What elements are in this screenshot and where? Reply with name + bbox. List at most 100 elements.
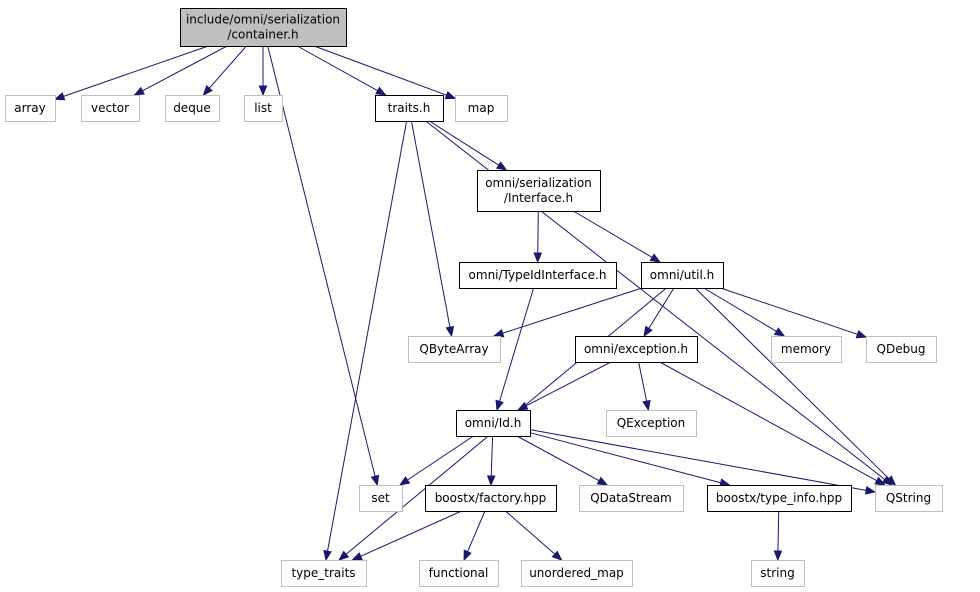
edge-container-to-map [313,45,457,100]
edge-container-to-array [53,45,209,101]
edge-arrowhead [516,401,529,411]
node-qdatastream[interactable]: QDataStream [579,485,684,512]
node-label: list [254,101,272,115]
node-qexception[interactable]: QException [606,410,697,437]
edge-line [694,287,890,480]
edge-arrowhead [642,399,651,412]
node-id[interactable]: omni/Id.h [456,410,531,437]
edge-line [516,435,600,482]
node-box [425,485,557,512]
node-qdebug[interactable]: QDebug [866,336,937,363]
edge-arrowhead [133,86,145,96]
edge-traits-to-typetraits [323,120,408,562]
node-label: omni/TypeIdInterface.h [469,268,607,282]
node-box [641,262,724,289]
node-container[interactable]: include/omni/serialization/container.h [180,8,347,47]
node-label: set [371,491,390,505]
node-interface[interactable]: omni/serialization/Interface.h [477,170,601,212]
edge-line [720,287,858,335]
node-label: omni/exception.h [584,342,688,356]
edge-line [360,510,462,557]
node-label: unordered_map [529,566,624,580]
edge-traits-to-interface [429,120,508,171]
node-label: QDataStream [590,491,672,505]
node-box [419,560,499,587]
edge-line [208,45,247,89]
node-set[interactable]: set [359,485,403,512]
edge-line [529,429,867,491]
edge-line [490,435,494,477]
edge-exception-to-qstring [659,361,886,486]
node-qbytearray[interactable]: QByteArray [408,336,501,363]
node-unorderedmap[interactable]: unordered_map [521,560,633,587]
edge-line [659,361,878,482]
node-label: array [14,101,45,115]
node-typeid[interactable]: omni/TypeIdInterface.h [459,262,617,289]
edge-util-to-memory [703,287,786,337]
edge-interface-to-util [573,210,662,263]
edge-arrowhead [492,328,505,338]
edge-arrowhead [338,550,350,561]
node-label: memory [781,342,831,356]
node-typetraits[interactable]: type_traits [281,560,367,587]
edge-factory-to-unorderedmap [505,510,563,561]
node-box [5,95,56,122]
edge-line [142,45,228,92]
node-memory[interactable]: memory [771,336,842,363]
edge-container-to-deque [202,45,247,97]
edge-arrowhead [596,476,609,486]
node-label: /Interface.h [504,191,573,205]
node-util[interactable]: omni/util.h [641,262,724,289]
node-box [81,95,140,122]
node-box [459,262,617,289]
edge-arrowhead [463,549,472,562]
node-box [359,485,403,512]
edge-line [63,45,209,97]
node-list[interactable]: list [244,95,283,122]
edge-util-to-qdebug [720,287,868,339]
node-label: include/omni/serialization [186,13,340,27]
edge-arrowhead [445,325,455,338]
node-label: boostx/type_info.hpp [716,491,842,505]
edge-container-to-traits [297,45,387,96]
edge-line [467,510,486,552]
edge-arrowhead [864,485,877,495]
edge-line [777,510,780,552]
node-box [477,170,601,212]
node-box [455,95,508,122]
node-box [771,336,842,363]
node-label: traits.h [388,101,431,115]
edge-arrowhead [643,325,653,338]
node-box [456,410,531,437]
node-label: functional [429,566,489,580]
edge-id-to-qdatastream [516,435,609,486]
edge-container-to-set [267,45,380,487]
node-vector[interactable]: vector [81,95,140,122]
node-traits[interactable]: traits.h [375,95,444,122]
edge-exception-to-qexception [638,361,651,412]
node-array[interactable]: array [5,95,56,122]
node-exception[interactable]: omni/exception.h [575,336,698,363]
node-factory[interactable]: boostx/factory.hpp [425,485,557,512]
node-qstring[interactable]: QString [875,485,943,512]
node-string[interactable]: string [751,560,805,587]
edge-typeid-to-id [495,287,535,412]
edge-id-to-qstring [529,429,877,495]
node-deque[interactable]: deque [165,95,220,122]
node-box [579,485,684,512]
node-functional[interactable]: functional [419,560,499,587]
node-label: omni/util.h [650,268,714,282]
node-label: boostx/factory.hpp [435,491,547,505]
edge-line [429,120,499,166]
edge-interface-to-typeid [533,210,543,264]
edge-line [313,45,447,96]
node-map[interactable]: map [455,95,508,122]
edge-util-to-qbytearray [492,287,643,338]
node-box [180,8,347,47]
node-typeinfo[interactable]: boostx/type_info.hpp [707,485,852,512]
edge-line [648,287,675,329]
edges-layer [53,45,897,562]
edge-line [525,361,612,407]
node-label: omni/Id.h [465,416,522,430]
